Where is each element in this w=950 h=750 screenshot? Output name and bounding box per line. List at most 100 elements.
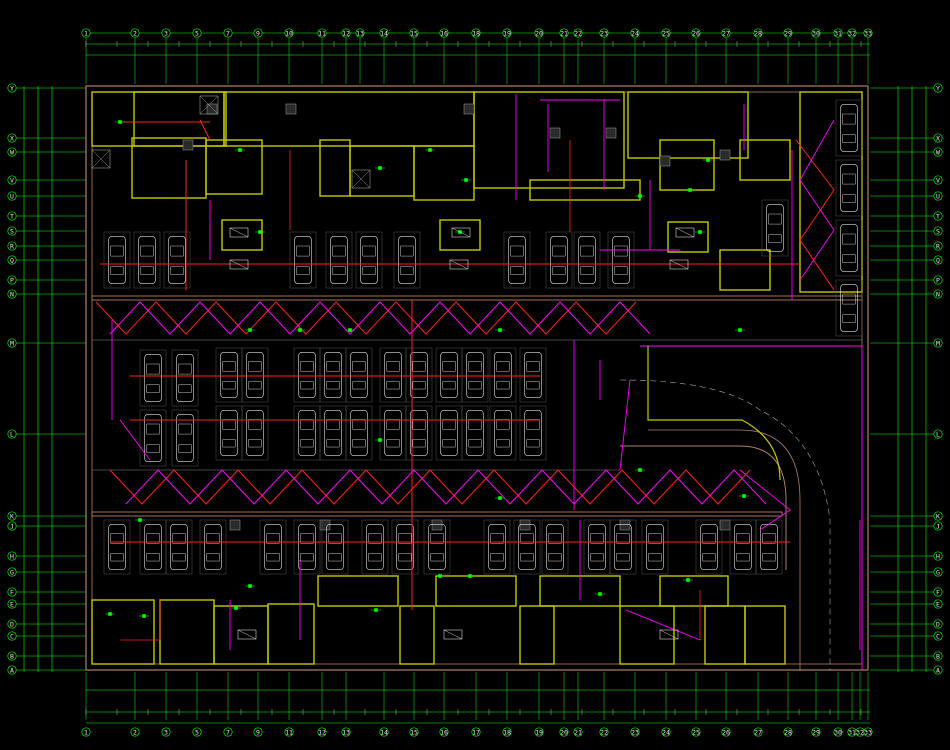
car-body [384, 410, 402, 456]
parking-stall [835, 99, 863, 157]
car-windshield [590, 533, 604, 544]
parking-stall [519, 347, 547, 403]
stall-outline [835, 279, 863, 337]
axis-label-top: 7 [226, 29, 230, 37]
car-rear [412, 381, 426, 390]
parking-stall [345, 347, 373, 403]
stall-outline [241, 405, 269, 461]
axis-label-left: Q [10, 256, 14, 264]
car-windshield [496, 361, 510, 372]
axis-bubble-left [7, 255, 17, 265]
column [519, 519, 531, 531]
axis-label-top: 28 [754, 29, 762, 37]
axis-bubble-bottom [253, 727, 263, 737]
axis-bubble-bottom [753, 727, 763, 737]
axis-bubble-top [847, 28, 857, 38]
cable-magenta [625, 609, 701, 641]
stair-box [351, 169, 371, 189]
axis-label-bottom: 27 [754, 728, 762, 736]
room-wall [439, 219, 481, 251]
stall-outline [321, 519, 349, 575]
parking-stalls [103, 99, 863, 575]
car-body [840, 164, 858, 212]
car-windshield [248, 419, 262, 430]
car-body [398, 236, 416, 284]
panel-diagonal [675, 227, 695, 238]
car-body [428, 524, 446, 570]
stall-outline [293, 405, 321, 461]
car-rear [266, 553, 280, 562]
stall-outline [165, 519, 193, 575]
parking-stall [241, 347, 269, 403]
car-windshield [548, 533, 562, 544]
panel-diagonal [449, 259, 469, 270]
parking-stall [545, 231, 573, 289]
axis-bubble-right [933, 255, 943, 265]
parking-stall [171, 349, 199, 407]
parking-stall [345, 405, 373, 461]
parking-stall [319, 405, 347, 461]
car-body [840, 104, 858, 152]
room-wall [317, 575, 399, 607]
axis-label-left: W [10, 148, 14, 156]
car-rear [430, 553, 444, 562]
car-body [144, 414, 162, 462]
axis-bubble-right [933, 211, 943, 221]
car-body [384, 352, 402, 398]
car-windshield [146, 423, 160, 435]
stall-outline [199, 519, 227, 575]
axis-bubble-top [253, 28, 263, 38]
axis-label-top: 3 [164, 29, 168, 37]
parking-stall [171, 409, 199, 467]
car-rear [510, 266, 524, 275]
car-body [144, 354, 162, 402]
axis-label-bottom: 19 [535, 728, 543, 736]
axis-label-right: H [936, 552, 940, 560]
room-wall [413, 145, 475, 201]
car-windshield [768, 213, 782, 225]
distribution-panel [669, 259, 689, 270]
parking-stall [325, 231, 353, 289]
axis-bubble-top [502, 28, 512, 38]
axis-bubble-right [933, 619, 943, 629]
axis-bubble-top [599, 28, 609, 38]
axis-label-right: K [936, 512, 940, 520]
room-wall [744, 605, 786, 665]
car-rear [736, 553, 750, 562]
axis-bubble-left [7, 275, 17, 285]
room-wall [435, 575, 517, 607]
car-rear [146, 553, 160, 562]
room-wall [627, 91, 749, 159]
axis-bubble-bottom [317, 727, 327, 737]
axis-bubble-right [933, 241, 943, 251]
panel-diagonal [669, 259, 689, 270]
stall-outline [519, 347, 547, 403]
axis-bubble-right [933, 599, 943, 609]
car-windshield [362, 245, 376, 257]
axis-bubble-right [933, 521, 943, 531]
axis-label-right: R [936, 242, 940, 250]
car-rear [178, 444, 192, 453]
car-windshield [296, 245, 310, 257]
axis-label-bottom: 3 [164, 728, 168, 736]
stall-outline [435, 347, 463, 403]
axis-bubble-bottom [833, 727, 843, 737]
parking-stall [435, 405, 463, 461]
parking-stall [835, 219, 863, 277]
car-rear [648, 553, 662, 562]
axis-label-top: 13 [356, 29, 364, 37]
parking-stall [503, 231, 531, 289]
car-windshield [520, 533, 534, 544]
car-windshield [146, 363, 160, 375]
car-body [524, 352, 542, 398]
axis-label-left: J [10, 522, 14, 530]
stall-outline [405, 405, 433, 461]
car-windshield [400, 245, 414, 257]
parking-stall [165, 519, 193, 575]
axis-label-right: Y [936, 84, 940, 92]
axis-label-right: S [936, 227, 940, 235]
axis-label-bottom: 7 [226, 728, 230, 736]
axis-label-bottom: 12 [318, 728, 326, 736]
parking-stall [513, 519, 541, 575]
axis-label-bottom: 28 [784, 728, 792, 736]
